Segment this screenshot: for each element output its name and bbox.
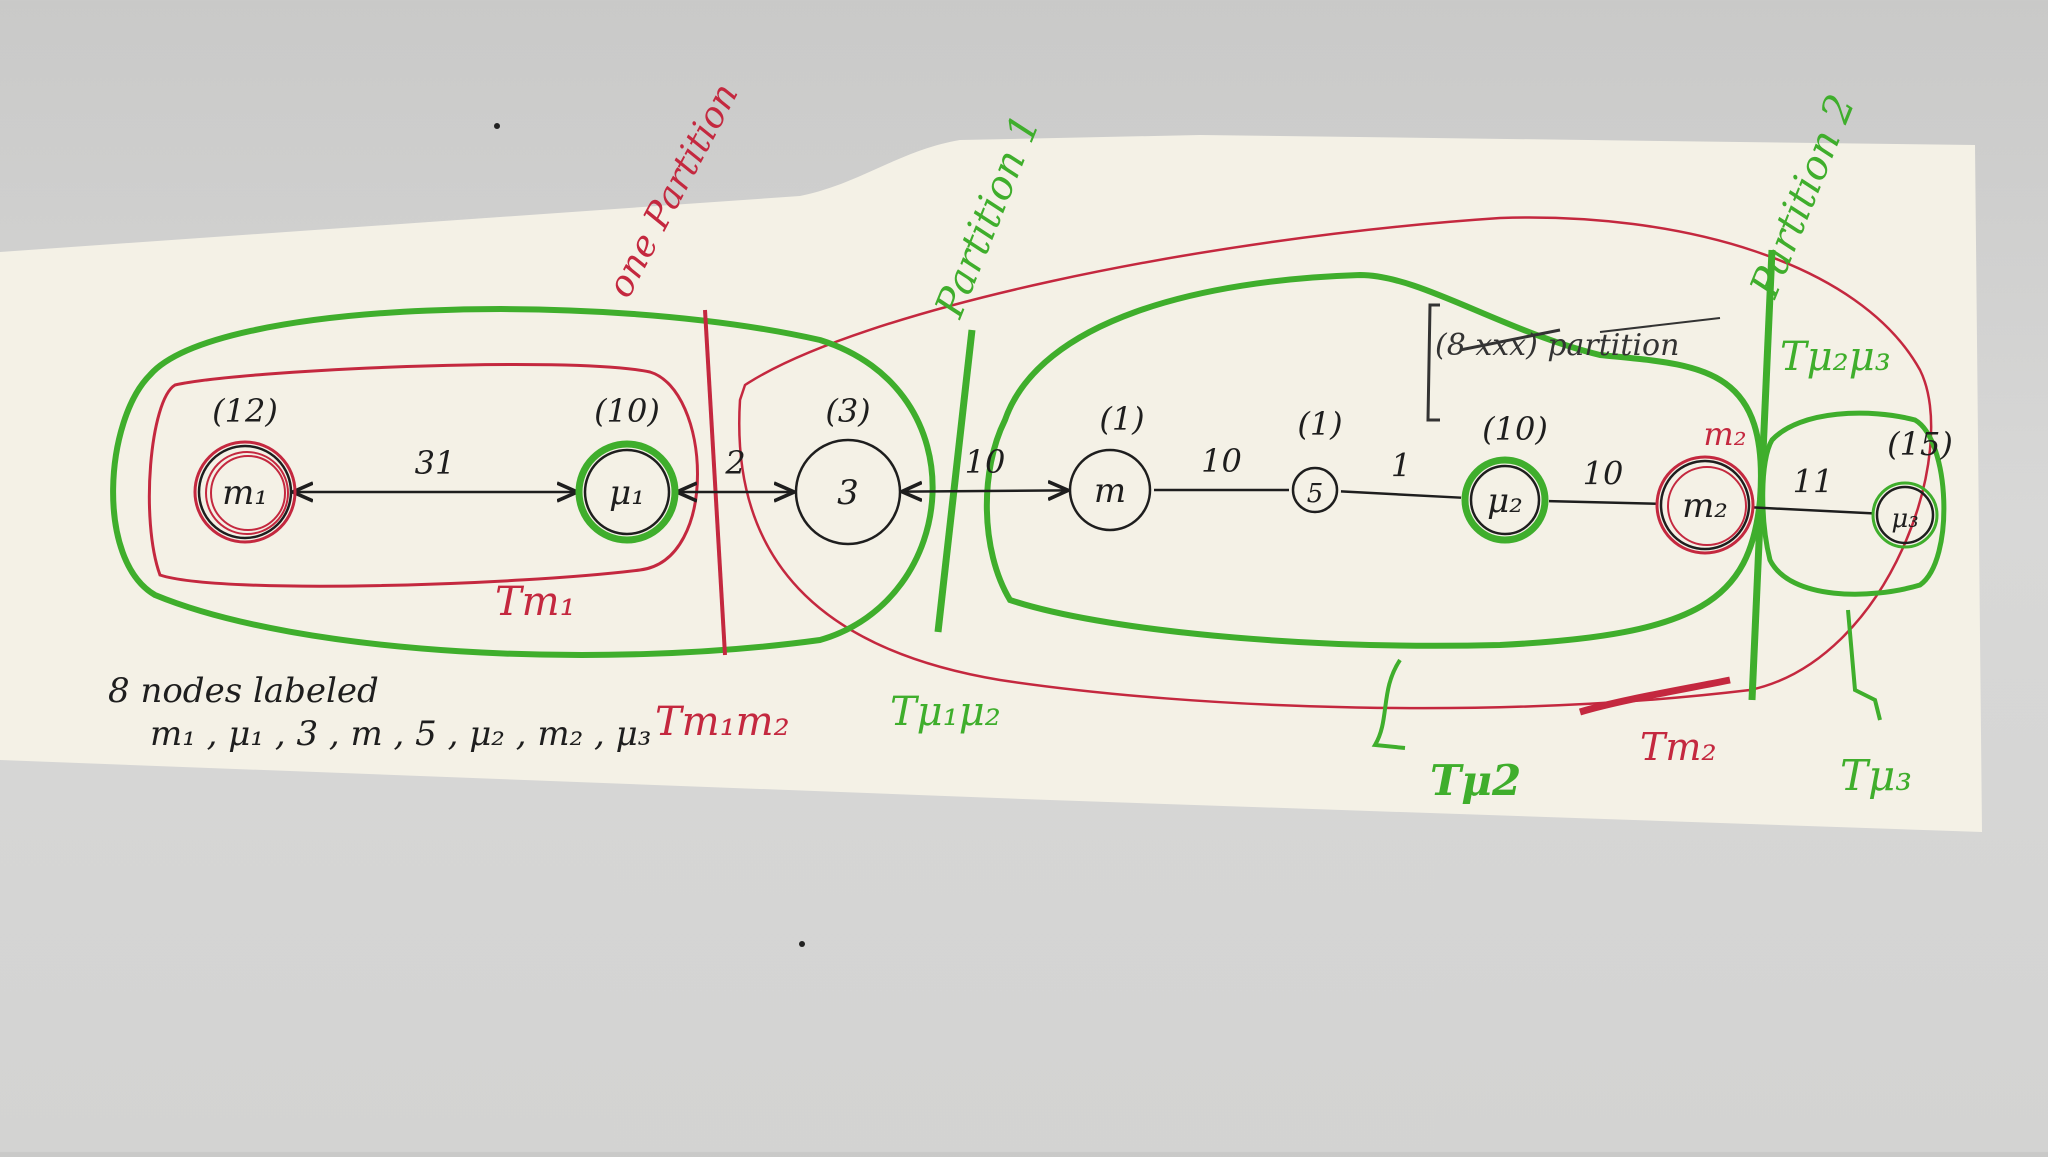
node-weight-label: (10) <box>1482 410 1548 448</box>
node-n3: 3 (3) <box>794 392 902 546</box>
edge-p2-m2 <box>1548 499 1658 506</box>
node-circle <box>794 438 902 546</box>
node-label: m <box>1094 471 1126 511</box>
node-ring <box>210 455 286 531</box>
node-weight-label: (1) <box>1297 405 1342 443</box>
node-ring <box>205 451 289 535</box>
region-label-tm1: Tm₁ <box>495 579 576 625</box>
footer-note-line1: 8 nodes labeled <box>108 671 379 711</box>
node-p2: μ₂ (10) <box>1461 410 1549 544</box>
pin-dot <box>494 123 500 129</box>
node-weight-label: m₂ <box>1703 415 1746 453</box>
node-label: m₁ <box>222 473 268 513</box>
node-label: 5 <box>1307 479 1324 509</box>
node-weight-label: (3) <box>825 392 870 430</box>
node-circle <box>1068 448 1152 532</box>
region-tm1-outline <box>147 362 699 588</box>
bracket <box>1426 303 1440 422</box>
edge-weight-label: 10 <box>1583 454 1624 492</box>
node-label: μ₂ <box>1487 481 1523 521</box>
node-ring <box>1667 466 1747 546</box>
node-weight-label: (12) <box>212 392 278 430</box>
region-tp3-outline <box>1760 410 1947 597</box>
leader-tp3 <box>1846 609 1882 721</box>
region-tm2-stroke <box>1578 676 1731 716</box>
nodes: m₁ (12) μ₁ (10) 3 (3) m (1) 5 (1) μ₂ (10) m₂ m₂ μ₃ (15) <box>193 392 1953 555</box>
node-p1: μ₁ (10) <box>575 392 679 544</box>
node-label: m₂ <box>1682 486 1728 526</box>
edge-weight-label: 31 <box>415 444 456 482</box>
region-label-tm2: Tm₂ <box>1640 725 1717 769</box>
pin-dot <box>799 941 805 947</box>
node-ring <box>193 440 297 544</box>
region-label-tp2p3: Tμ₂μ₃ <box>1780 334 1891 380</box>
node-weight-label: (15) <box>1887 425 1953 463</box>
node-label: μ₁ <box>609 473 645 513</box>
region-label-tp3: Tμ₃ <box>1840 751 1912 800</box>
node-ring <box>1655 455 1755 555</box>
edge-n3-m <box>904 490 1066 491</box>
node-circle <box>1291 466 1339 514</box>
node-circle <box>583 448 671 536</box>
node-circle <box>1875 485 1935 545</box>
node-label: 3 <box>837 473 859 513</box>
node-ring <box>1461 456 1549 544</box>
crossed-strike <box>1459 328 1561 352</box>
crossed-strike <box>1599 317 1721 333</box>
edge-weight-label: 1 <box>1391 447 1411 485</box>
region-label-tp2: Tμ2 <box>1430 756 1521 805</box>
node-ring <box>1871 481 1939 549</box>
edge-weight-label: 11 <box>1793 462 1834 500</box>
region-tm1m2-outline <box>738 216 1933 710</box>
node-m1: m₁ (12) <box>193 392 297 544</box>
node-circle <box>197 444 293 540</box>
node-circle <box>1469 464 1541 536</box>
edges: 31 2 10 10 1 10 11 <box>295 442 1874 515</box>
node-weight-label: (1) <box>1099 400 1144 438</box>
node-m2: m₂ m₂ <box>1655 415 1755 555</box>
node-label: μ₃ <box>1891 504 1918 534</box>
footer-note-line2: m₁ , μ₁ , 3 , m , 5 , μ₂ , m₂ , μ₃ <box>150 714 651 754</box>
region-label-tp1p2: Tμ₁μ₂ <box>890 689 1001 735</box>
partition-line-2 <box>1748 249 1776 701</box>
region-tp1p2-outline <box>110 306 936 658</box>
edge-m2-p3 <box>1752 506 1874 515</box>
node-circle <box>1659 459 1751 551</box>
edge-n5-p2 <box>1340 490 1462 499</box>
node-ring <box>575 440 679 544</box>
region-label-tm1m2: Tm₁m₂ <box>655 699 790 745</box>
node-weight-label: (10) <box>594 392 660 430</box>
node-p3: μ₃ (15) <box>1871 425 1953 549</box>
leader-tp2 <box>1371 658 1406 750</box>
edge-weight-label: 2 <box>724 444 745 482</box>
edge-weight-label: 10 <box>1201 442 1242 480</box>
node-n5: 5 (1) <box>1291 405 1343 514</box>
node-m: m (1) <box>1068 400 1152 532</box>
crossed-annotation: (8 xxx) partition <box>1435 328 1679 363</box>
edge-weight-label: 10 <box>965 443 1006 481</box>
